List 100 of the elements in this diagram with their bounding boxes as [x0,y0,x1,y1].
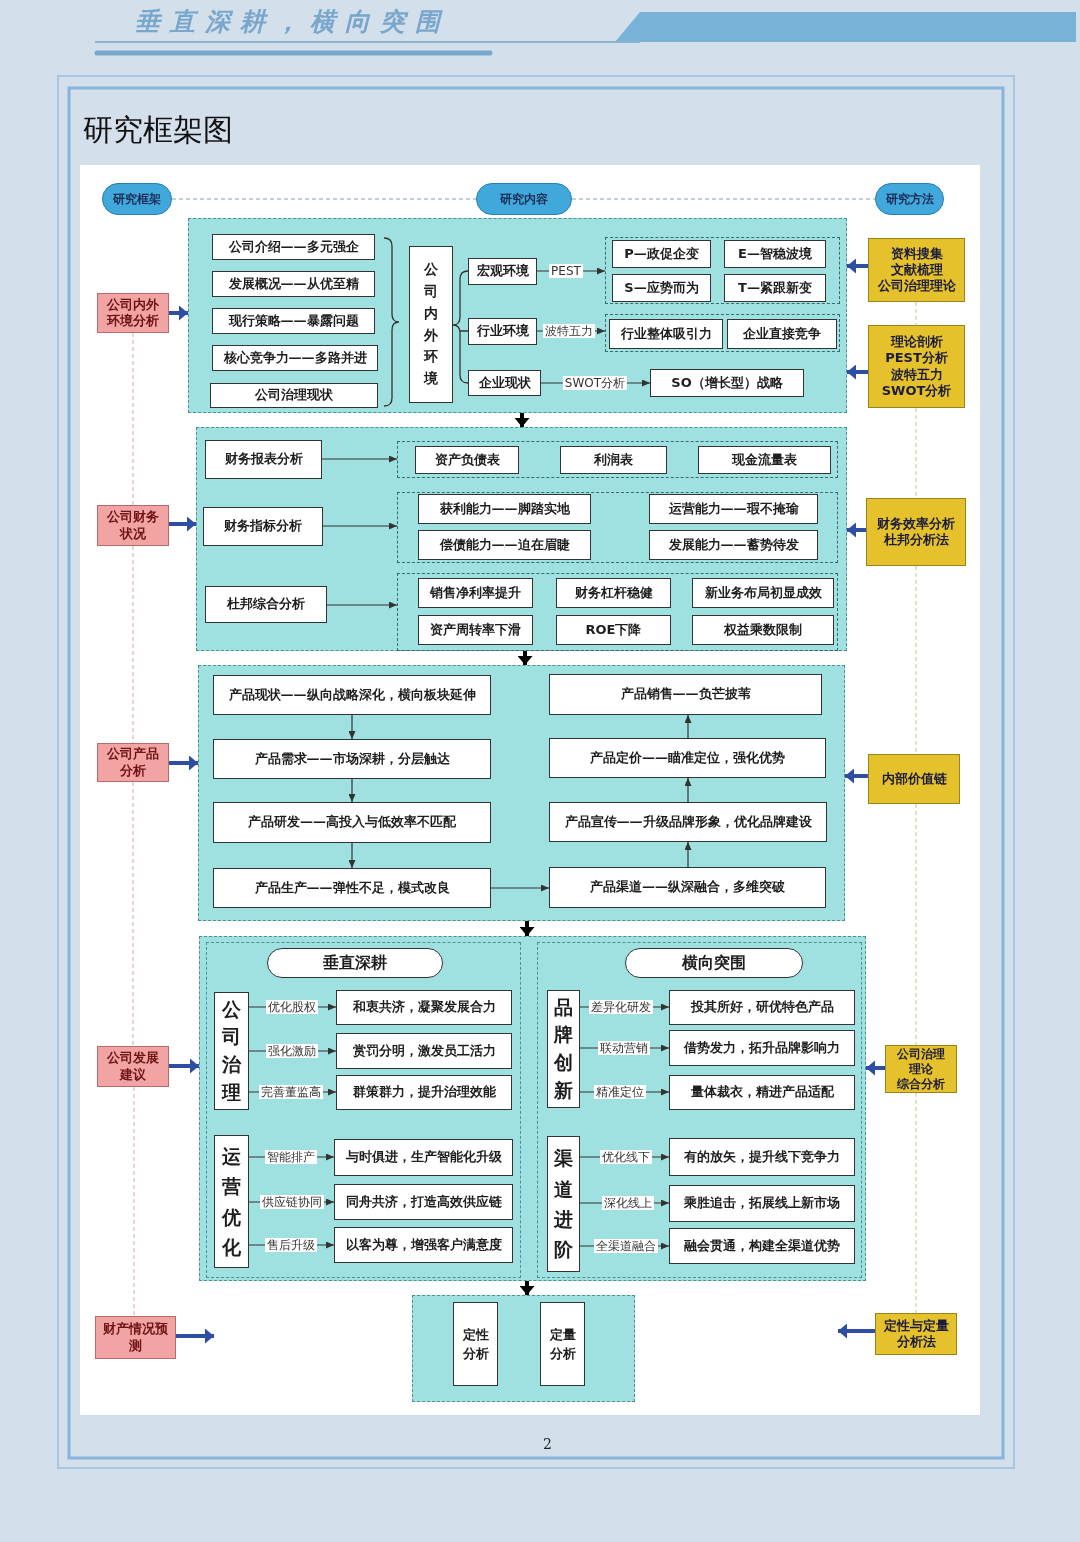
subsection-panel [537,942,862,1278]
topic-box: T—紧跟新变 [724,274,826,302]
category-box: 公司发展建议 [97,1046,169,1087]
section-panel [199,936,866,1281]
block-arrow [845,768,868,784]
topic-box: 获利能力——脚踏实地 [418,494,591,524]
arrow [322,522,398,530]
edge-label: 深化线上 [602,1196,654,1210]
topic-box: E—智稳波境 [724,240,826,268]
block-arrow [519,921,535,936]
topic-box: 群策群力，提升治理效能 [336,1075,512,1110]
topic-box: 和衷共济，凝聚发展合力 [336,990,512,1025]
topic-box: 产品定价——瞄准定位，强化优势 [549,738,826,778]
vertical-title-box: 运营优化 [214,1135,249,1268]
topic-box: 财务指标分析 [203,507,323,546]
title: 研究框架图 [83,111,233,149]
topic-box: 发展能力——蓄势待发 [649,530,818,560]
heading-pill: 研究内容 [476,183,572,215]
topic-box: 与时俱进，生产智能化升级 [334,1139,513,1176]
dashed-group-box [397,573,838,651]
topic-box: 借势发力，拓升品牌影响力 [669,1030,855,1066]
category-box: 公司内外环境分析 [97,293,169,333]
topic-box: 核心竞争力——多路并进 [212,345,378,371]
connector-line [133,1086,135,1317]
vertical-title-box: 定量分析 [540,1302,585,1386]
topic-box: 宏观环境 [468,258,537,285]
edge-label: 差异化研发 [589,1000,653,1014]
section-panel [412,1295,635,1402]
subheading-pill: 横向突围 [625,948,803,978]
method-box: 财务效率分析 杜邦分析法 [866,498,966,566]
block-arrow [169,755,198,771]
topic-box: ROE下降 [556,615,671,645]
connector-line [571,198,876,200]
topic-box: 资产周转率下滑 [418,615,533,645]
connector-line [915,803,917,1046]
topic-box: 利润表 [560,446,667,474]
block-arrow [847,364,868,380]
heading-pill: 研究框架 [102,183,172,215]
topic-box: 运营能力——瑕不掩瑜 [649,494,818,524]
arrow [326,601,398,609]
arrow [348,714,356,740]
edge-label: 联动营销 [598,1041,650,1055]
block-arrow [514,413,530,427]
dashed-group-box [397,441,838,478]
block-arrow [169,1058,199,1074]
block-arrow [169,305,188,321]
page-number: 2 [543,1436,552,1452]
topic-box: 产品生产——弹性不足，模式改良 [213,868,491,908]
connector-line [132,781,134,1047]
topic-box: 企业直接竞争 [727,319,837,349]
block-arrow [176,1328,214,1344]
connector-line [132,545,134,744]
block-arrow [519,1281,535,1295]
topic-box: 乘胜追击，拓展线上新市场 [669,1185,855,1222]
topic-box: 产品销售——负芒披苇 [549,674,822,715]
topic-box: 企业现状 [468,370,541,396]
arrow [684,841,692,868]
topic-box: 杜邦综合分析 [205,586,327,623]
topic-box: 现金流量表 [698,446,831,474]
topic-box: 产品需求——市场深耕，分层触达 [213,739,491,779]
topic-box: 产品宣传——升级品牌形象，优化品牌建设 [549,802,827,842]
edge-label: 强化激励 [266,1044,318,1058]
edge-label: 精准定位 [594,1085,646,1099]
topic-box: SO（增长型）战略 [650,369,804,397]
edge-label: 波特五力 [543,324,595,338]
topic-box: 产品现状——纵向战略深化，横向板块延伸 [213,675,491,715]
arrow [684,714,692,739]
topic-box: 同舟共济，打造高效供应链 [334,1184,513,1220]
vertical-title-box: 渠道进阶 [547,1136,580,1272]
vertical-title-box: 定性分析 [453,1302,498,1386]
arrow [490,884,550,892]
topic-box: 发展概况——从优至精 [212,271,375,297]
heading-pill: 研究方法 [875,183,944,215]
topic-box: 权益乘数限制 [692,615,834,645]
header-slogan: 垂直深耕，横向突围 [135,6,450,38]
dashed-group-box [605,237,840,304]
topic-box: S—应势而为 [612,274,711,302]
subheading-pill: 垂直深耕 [267,948,443,978]
topic-box: 有的放矢，提升线下竞争力 [669,1138,855,1176]
connector-line [132,332,134,506]
edge-label: 供应链协同 [260,1195,324,1209]
topic-box: 公司介绍——多元强企 [212,234,375,260]
category-box: 公司产品分析 [97,743,169,782]
vertical-title-box: 公司治理 [214,992,249,1110]
method-box: 内部价值链 [868,754,960,804]
arrow [348,842,356,869]
method-box: 定性与定量分析法 [875,1313,957,1355]
block-arrow [517,651,533,665]
block-arrow [838,1323,875,1339]
topic-box: 财务杠杆稳健 [556,578,671,608]
block-arrow [847,522,866,538]
topic-box: 现行策略——暴露问题 [212,308,375,334]
dashed-group-box [605,314,840,352]
connector-line [171,198,477,200]
topic-box: 产品研发——高投入与低效率不匹配 [213,802,491,843]
method-box: 公司治理理论 综合分析 [885,1045,957,1093]
block-arrow [866,1060,885,1076]
topic-box: 新业务布局初显成效 [692,578,834,608]
edge-label: 全渠道融合 [594,1239,658,1253]
topic-box: 公司治理现状 [210,383,378,408]
